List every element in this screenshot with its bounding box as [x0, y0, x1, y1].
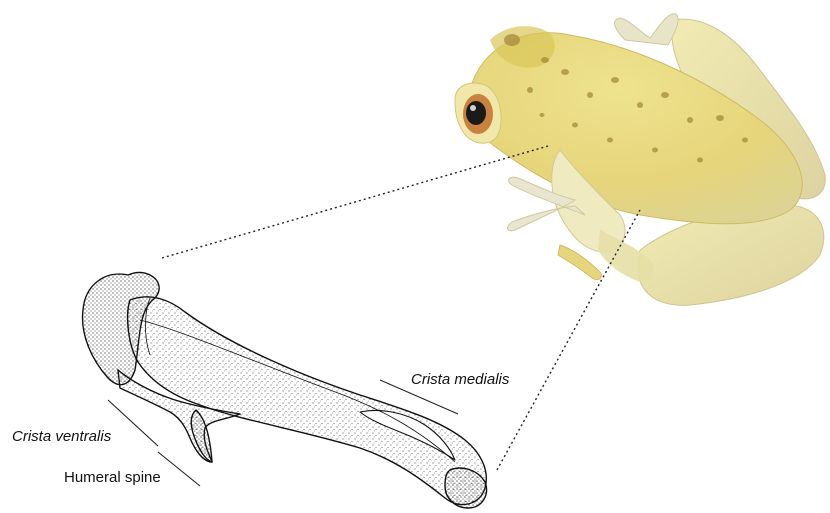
label-crista-medialis: Crista medialis: [411, 372, 509, 387]
callout-line-upper: [162, 146, 548, 258]
label-humeral-spine: Humeral spine: [64, 470, 161, 485]
bracket-crista-ventralis: [108, 400, 158, 446]
label-crista-ventralis: Crista ventralis: [12, 429, 111, 444]
frog-lower-arm: [598, 230, 653, 282]
humerus-shaft: [128, 297, 487, 505]
frog-eye: [463, 94, 493, 134]
bracket-humeral-spine: [158, 452, 200, 486]
frog-toes-top: [615, 14, 679, 45]
frog-illustration: [455, 14, 825, 306]
